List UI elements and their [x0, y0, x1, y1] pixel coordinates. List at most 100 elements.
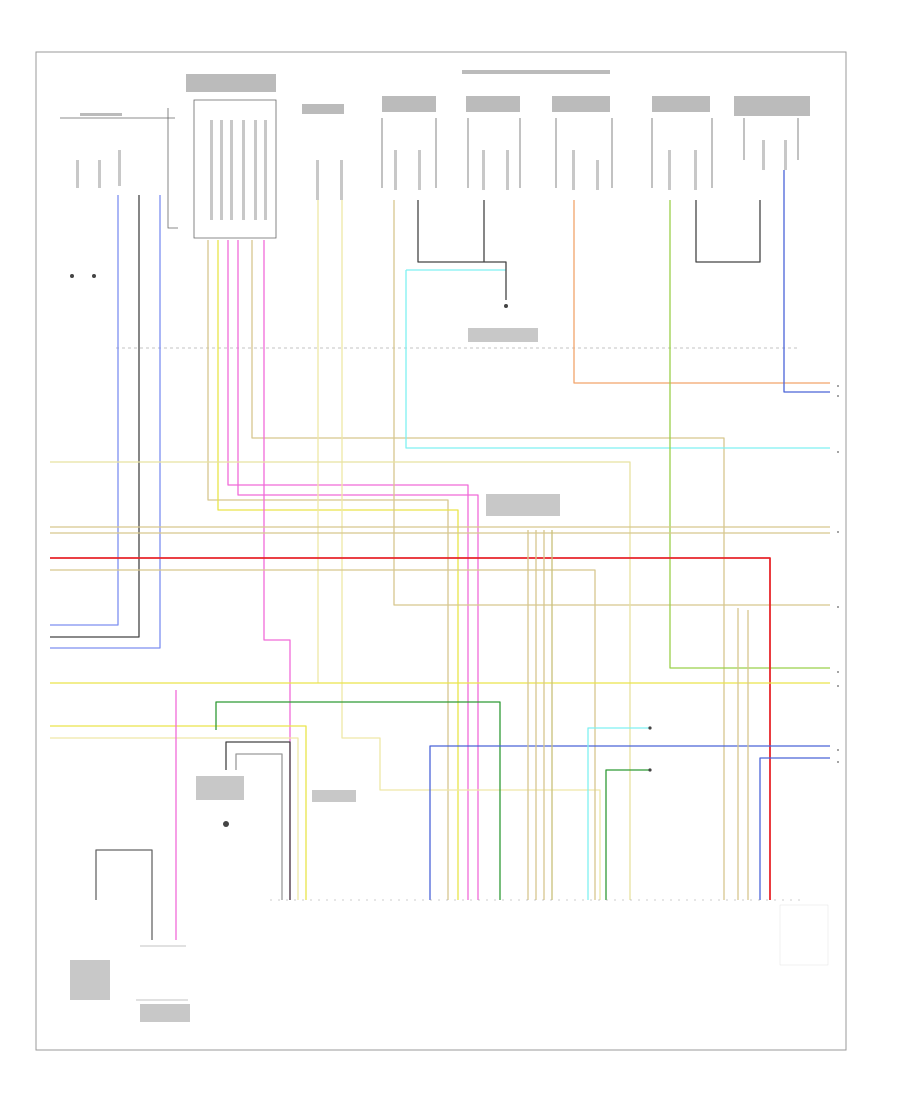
wire-tag: [784, 140, 787, 170]
wire-tag: [340, 160, 343, 200]
ground-dot: [223, 821, 229, 827]
label-mark-1: [80, 113, 122, 116]
continuation-mark: [837, 606, 839, 608]
bus-yellow-2: [50, 725, 307, 900]
wire-tag: [210, 120, 213, 220]
bottom-modules: [136, 945, 188, 1001]
connector-bracket-6: [555, 118, 613, 188]
wire-tag: [242, 120, 245, 220]
wire-blue: [50, 195, 119, 626]
wire-tan-1: [207, 240, 449, 900]
connector-bracket-8: [743, 118, 799, 160]
wire-tag: [220, 120, 223, 220]
label-mark: [486, 494, 560, 516]
bus-tan-3: [50, 569, 596, 900]
ground-dot: [92, 274, 96, 278]
wire-gray-mid: [235, 753, 283, 900]
wire-tag: [482, 150, 485, 190]
wire-tag: [418, 150, 421, 190]
wire-tag: [118, 150, 121, 186]
label-mark-6: [552, 96, 610, 112]
bottom-label-mark: [779, 904, 829, 966]
connector-bracket-7: [651, 118, 713, 188]
continuation-mark: [837, 749, 839, 751]
label-mark-3: [302, 104, 344, 114]
connector-bracket-2: [167, 108, 178, 229]
ground-dot: [70, 274, 74, 278]
wire-tag: [254, 120, 257, 220]
wire-tag: [98, 160, 101, 188]
label-mark: [196, 776, 244, 800]
continuation-mark: [837, 685, 839, 687]
wire-green-small: [605, 769, 650, 900]
label-mark-4: [382, 96, 436, 112]
wire-green: [669, 200, 830, 669]
wire-yellow-1: [217, 240, 459, 900]
label-mark-5: [466, 96, 520, 112]
wire-tag: [572, 150, 575, 190]
wire-blue-lower-2: [759, 757, 830, 900]
top-label-marks: [80, 70, 810, 116]
bus-pale-yellow-1: [50, 461, 631, 900]
continuation-mark: [837, 531, 839, 533]
connector-bracket-3: [193, 99, 277, 239]
connector-bracket-5: [467, 118, 521, 188]
continuation-mark: [837, 451, 839, 453]
top-connectors: [60, 99, 799, 239]
bottom-label-marks: [70, 328, 560, 1022]
wire-pink-2: [237, 240, 479, 900]
wire-orange: [573, 200, 830, 384]
wire-cyan-small: [587, 727, 650, 900]
connector-bracket-4: [381, 118, 437, 188]
wire-tag: [76, 160, 79, 188]
label-mark-7: [652, 96, 710, 112]
continuation-mark: [837, 671, 839, 673]
wire-green-mid: [215, 701, 501, 900]
ground-dot: [648, 768, 652, 772]
module-markers: [70, 274, 652, 827]
wire-yellow-3: [341, 200, 601, 900]
continuation-mark: [837, 761, 839, 763]
wire-gray-left: [95, 849, 153, 940]
label-mark: [312, 790, 356, 802]
wire-dark: [50, 195, 140, 638]
wire-tag: [264, 120, 267, 220]
label-mark: [140, 1004, 190, 1022]
wire-tag: [316, 160, 319, 200]
wire-tag: [762, 140, 765, 170]
wire-pink-1: [227, 240, 469, 900]
wire-dark-4: [695, 200, 761, 263]
wire-tag: [394, 150, 397, 190]
label-mark: [468, 328, 538, 342]
diagram-frame: [35, 51, 847, 1051]
wire-blue-right: [783, 170, 830, 393]
label-mark-9: [462, 70, 610, 74]
label-mark-2: [186, 74, 276, 92]
bus-red: [50, 557, 771, 900]
right-arrows: [837, 385, 839, 763]
wire-tag: [230, 120, 233, 220]
wire-tan-2: [251, 240, 725, 900]
wire-tag: [668, 150, 671, 190]
wire-tan-3: [393, 200, 830, 606]
wire-blue-lower: [429, 745, 830, 900]
label-mark: [70, 960, 110, 1000]
continuation-mark: [837, 395, 839, 397]
wire-dark-2: [417, 200, 507, 300]
label-mark-8: [734, 96, 810, 116]
wire-tag: [506, 150, 509, 190]
wire-tag: [694, 150, 697, 190]
wire-tag: [596, 160, 599, 190]
ground-dot: [504, 304, 508, 308]
wires: [50, 170, 830, 940]
bus-yellow-3: [50, 737, 299, 900]
bottom-connector: [270, 899, 829, 966]
wire-dark-mid: [225, 741, 291, 900]
wire-tags: [76, 120, 787, 220]
continuation-mark: [837, 385, 839, 387]
wire-cyan: [405, 269, 830, 449]
wire-blue-gray: [50, 195, 161, 649]
ground-dot: [648, 726, 652, 730]
